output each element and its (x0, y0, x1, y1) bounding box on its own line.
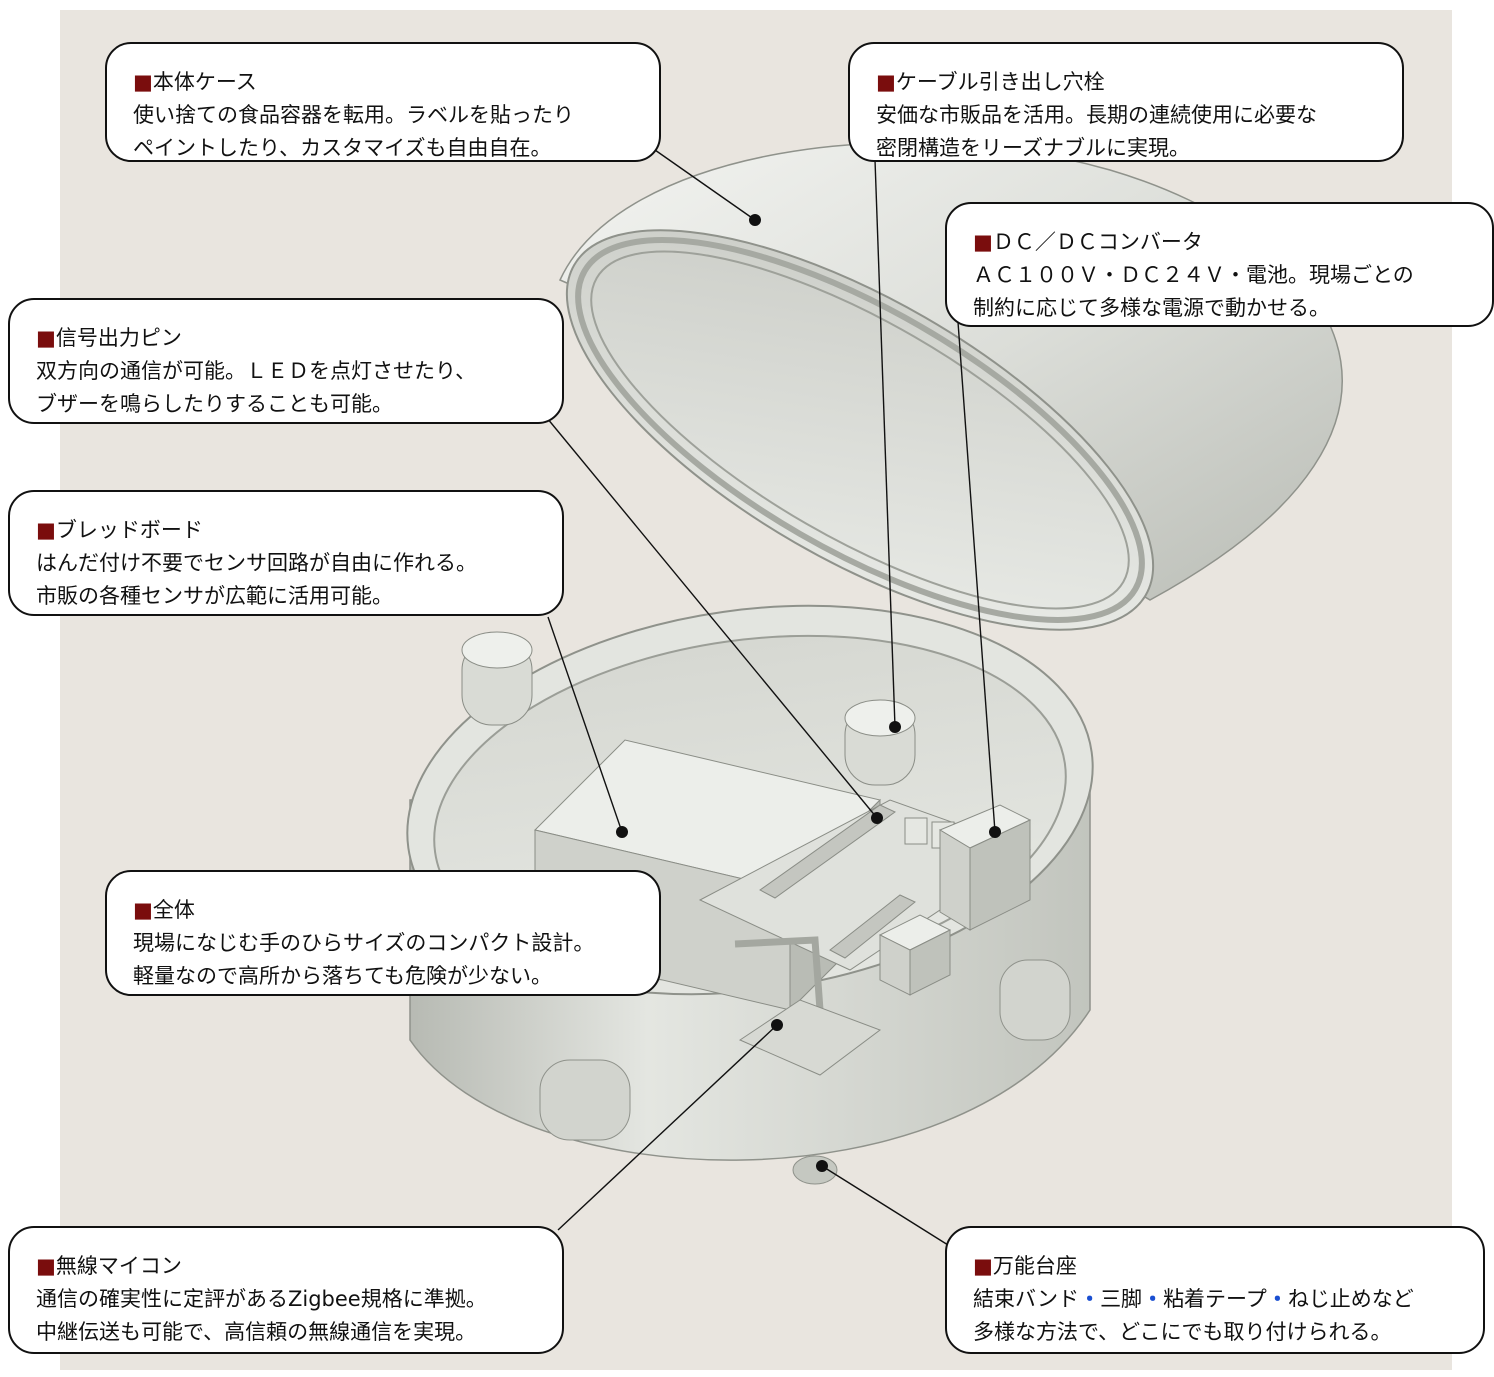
callout-case-line1: 使い捨ての食品容器を転用。ラベルを貼ったり (133, 103, 574, 127)
callout-dcdc-converter: ■ＤＣ／ＤＣコンバータ ＡＣ１００Ｖ・ＤＣ２４Ｖ・電池。現場ごとの 制約に応じて… (945, 202, 1494, 327)
marker-square: ■ (973, 230, 993, 254)
callout-signal-line2: ブザーを鳴らしたりすることも可能。 (36, 392, 393, 416)
internal-components (461, 631, 1032, 1076)
callout-dcdc-line2: 制約に応じて多様な電源で動かせる。 (973, 296, 1330, 320)
callout-mount-title: 万能台座 (992, 1254, 1077, 1278)
callout-dcdc-line1: ＡＣ１００Ｖ・ＤＣ２４Ｖ・電池。現場ごとの (973, 263, 1414, 287)
callout-dcdc-title: ＤＣ／ＤＣコンバータ (992, 230, 1203, 254)
callout-breadboard: ■ブレッドボード はんだ付け不要でセンサ回路が自由に作れる。 市販の各種センサが… (8, 490, 564, 616)
callout-mount-line1: 結束バンド・三脚・粘着テープ・ねじ止めなど (973, 1283, 1465, 1316)
callout-whole-title: 全体 (152, 898, 195, 922)
mount-method-zip-tie: 結束バンド (973, 1287, 1080, 1311)
callout-signal-title: 信号出力ピン (55, 326, 182, 350)
callout-wireless-mcu: ■無線マイコン 通信の確実性に定評があるZigbee規格に準拠。 中継伝送も可能… (8, 1226, 564, 1354)
callout-case-line2: ペイントしたり、カスタマイズも自由自在。 (133, 136, 552, 160)
callout-cable-plug-title: ケーブル引き出し穴栓 (895, 70, 1105, 94)
marker-square: ■ (876, 70, 896, 94)
callout-whole-line2: 軽量なので高所から落ちても危険が少ない。 (133, 964, 552, 988)
callout-breadboard-title: ブレッドボード (55, 518, 203, 542)
callout-signal-pins: ■信号出力ピン 双方向の通信が可能。ＬＥＤを点灯させたり、 ブザーを鳴らしたりす… (8, 298, 564, 424)
leader-dots (616, 214, 1001, 1172)
callout-case: ■本体ケース 使い捨ての食品容器を転用。ラベルを貼ったり ペイントしたり、カスタ… (105, 42, 661, 162)
callout-cable-plug-line2: 密閉構造をリーズナブルに実現。 (876, 136, 1190, 160)
marker-square: ■ (973, 1254, 993, 1278)
callout-wireless-line1: 通信の確実性に定評があるZigbee規格に準拠。 (36, 1287, 487, 1311)
callout-cable-plug: ■ケーブル引き出し穴栓 安価な市販品を活用。長期の連続使用に必要な 密閉構造をリ… (848, 42, 1404, 162)
callout-wireless-line2: 中継伝送も可能で、高信頼の無線通信を実現。 (36, 1320, 477, 1344)
marker-square: ■ (36, 326, 56, 350)
separator-dot: ・ (1266, 1287, 1288, 1311)
mount-method-screw: ねじ止めなど (1287, 1287, 1414, 1311)
marker-square: ■ (36, 1254, 56, 1278)
separator-dot: ・ (1079, 1287, 1101, 1311)
marker-square: ■ (133, 70, 153, 94)
callout-whole-line1: 現場になじむ手のひらサイズのコンパクト設計。 (133, 931, 595, 955)
marker-square: ■ (133, 898, 153, 922)
callout-mount-line2: 多様な方法で、どこにでも取り付けられる。 (973, 1320, 1392, 1344)
callout-universal-mount: ■万能台座 結束バンド・三脚・粘着テープ・ねじ止めなど 多様な方法で、どこにでも… (945, 1226, 1485, 1354)
callout-signal-line1: 双方向の通信が可能。ＬＥＤを点灯させたり、 (36, 359, 477, 383)
mount-method-adhesive-tape: 粘着テープ (1163, 1287, 1267, 1311)
cable-plug-right (844, 699, 916, 786)
callout-breadboard-line2: 市販の各種センサが広範に活用可能。 (36, 584, 393, 608)
dcdc-module (938, 804, 1032, 931)
marker-square: ■ (36, 518, 56, 542)
callout-whole: ■全体 現場になじむ手のひらサイズのコンパクト設計。 軽量なので高所から落ちても… (105, 870, 661, 996)
callout-cable-plug-line1: 安価な市販品を活用。長期の連続使用に必要な (876, 103, 1317, 127)
callout-case-title: 本体ケース (152, 70, 257, 94)
callout-breadboard-line1: はんだ付け不要でセンサ回路が自由に作れる。 (36, 551, 477, 575)
leader-lines (546, 149, 996, 1246)
mount-method-tripod: 三脚 (1100, 1287, 1143, 1311)
callout-wireless-title: 無線マイコン (55, 1254, 182, 1278)
cable-plug-left (461, 631, 533, 726)
separator-dot: ・ (1142, 1287, 1164, 1311)
